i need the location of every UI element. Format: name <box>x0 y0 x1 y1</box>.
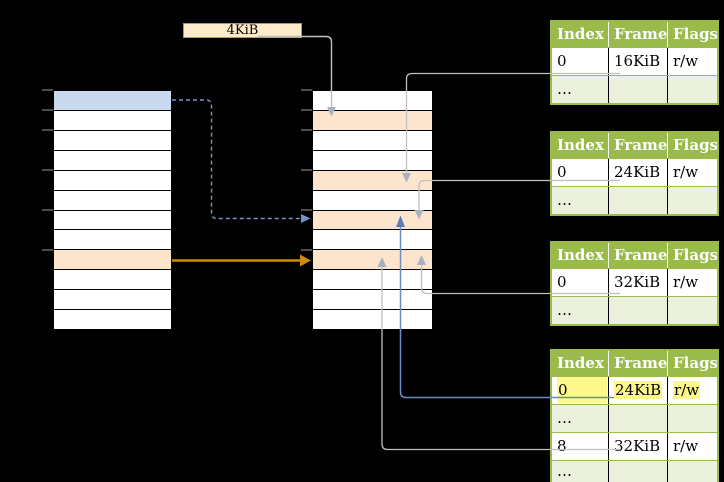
memory-row-plain <box>313 270 432 291</box>
highlighted-value: 0 <box>557 377 607 403</box>
pt-cell: r/w <box>673 437 699 455</box>
page-table-row: 0 24KiB r/w <box>552 376 717 404</box>
pt-cell <box>668 187 717 214</box>
memory-row-plain <box>54 190 171 211</box>
memory-row-orange <box>313 110 432 131</box>
memory-row-plain <box>313 230 432 251</box>
memory-row-plain <box>313 310 432 330</box>
pt-header-cell-index: Index <box>552 351 609 376</box>
pt-cell: r/w <box>673 52 699 70</box>
pt-header-cell-flags: Flags <box>673 354 717 372</box>
pt-cell: 24KiB <box>609 377 668 404</box>
pt-cell <box>609 76 668 103</box>
pt-cell <box>668 461 717 482</box>
middle-memory-column <box>312 90 433 330</box>
memory-row-plain <box>54 150 171 171</box>
memory-row-plain <box>54 310 171 330</box>
pt-cell: 24KiB <box>609 159 668 186</box>
highlighted-value: r/w <box>673 381 701 399</box>
pt-cell: r/w <box>673 273 699 291</box>
pt-header-cell-frame: Frame <box>609 22 668 47</box>
pt-cell: 32KiB <box>609 433 668 460</box>
pt-cell: 8 <box>552 433 609 460</box>
pt-cell <box>609 405 668 432</box>
memory-row-plain <box>313 91 432 111</box>
memory-row-orange <box>313 210 432 231</box>
memory-row-orange <box>313 250 432 271</box>
page-table-row: … <box>552 186 717 214</box>
pt-header-cell-index: Index <box>552 22 609 47</box>
pt-cell: … <box>552 461 609 482</box>
pt-cell: 16KiB <box>609 48 668 75</box>
pt-header-cell-index: Index <box>552 243 609 268</box>
highlighted-value: 24KiB <box>614 381 663 399</box>
pt-cell: … <box>552 76 609 103</box>
arrowhead-right-icon <box>301 214 311 223</box>
pt-header-cell-flags: Flags <box>673 136 717 154</box>
pt-cell <box>609 187 668 214</box>
memory-row-plain <box>54 210 171 231</box>
memory-row-plain <box>54 110 171 131</box>
pt-cell: 0 <box>552 377 609 404</box>
pt-cell: … <box>552 405 609 432</box>
pt-header-cell-frame: Frame <box>609 243 668 268</box>
pt-cell: 32KiB <box>609 269 668 296</box>
memory-row-plain <box>313 130 432 151</box>
memory-row-plain <box>313 190 432 211</box>
pt-cell: r/w <box>668 377 717 404</box>
page-table-row: … <box>552 75 717 103</box>
pt-cell <box>609 297 668 324</box>
arrowhead-right-icon <box>300 254 311 267</box>
pt-cell: r/w <box>673 163 699 181</box>
size-label-box: 4KiB <box>183 23 302 38</box>
memory-row-plain <box>313 290 432 311</box>
pt-cell: … <box>552 187 609 214</box>
pt-cell <box>668 297 717 324</box>
pt-header-cell-flags: Flags <box>673 25 717 43</box>
memory-row-plain <box>54 290 171 311</box>
pt-cell <box>668 76 717 103</box>
pt-cell <box>668 405 717 432</box>
memory-row-plain <box>313 150 432 171</box>
memory-row-orange <box>313 170 432 191</box>
memory-row-plain <box>54 270 171 291</box>
connector-virtual-orange <box>172 254 311 267</box>
memory-row-orange <box>54 250 171 271</box>
left-memory-column <box>53 90 172 330</box>
pt-header-cell-index: Index <box>552 133 609 158</box>
pt-cell: 0 <box>552 48 609 75</box>
pt-header-cell-frame: Frame <box>609 133 668 158</box>
pt-cell: … <box>552 297 609 324</box>
size-label-text: 4KiB <box>226 23 259 38</box>
memory-row-blue <box>54 91 171 111</box>
connector-virtual-dashed <box>172 99 311 223</box>
pt-cell: 0 <box>552 269 609 296</box>
pt-cell: 0 <box>552 159 609 186</box>
pt-cell <box>609 461 668 482</box>
page-table-row: … <box>552 404 717 432</box>
pt-header-cell-frame: Frame <box>609 351 668 376</box>
page-table-row: … <box>552 296 717 324</box>
page-table-row: … <box>552 460 717 482</box>
memory-row-plain <box>54 170 171 191</box>
pt-header-cell-flags: Flags <box>673 246 717 264</box>
memory-row-plain <box>54 130 171 151</box>
memory-row-plain <box>54 230 171 251</box>
